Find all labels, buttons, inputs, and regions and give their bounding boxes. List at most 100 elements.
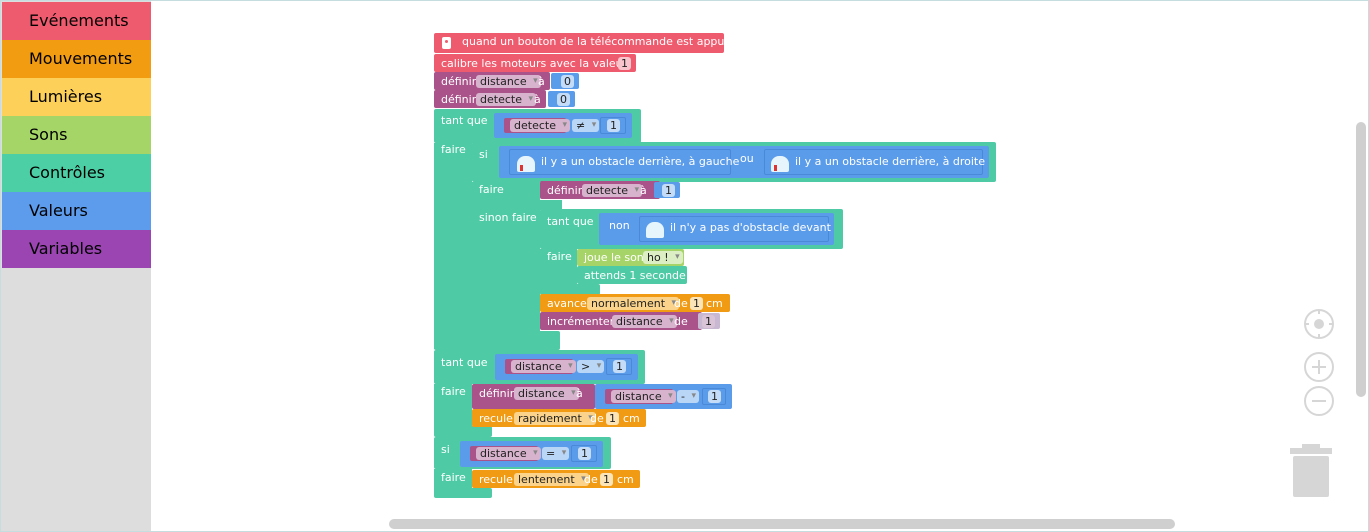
variable-block[interactable]: detecte (504, 118, 570, 133)
value-field[interactable]: 1 (618, 57, 631, 70)
category-sounds[interactable]: Sons (2, 116, 151, 154)
number-block[interactable]: 1 (698, 313, 720, 329)
value-field[interactable]: 1 (613, 360, 626, 373)
value-field[interactable]: 1 (578, 447, 591, 460)
if-else-divider (540, 200, 562, 210)
trash-button[interactable] (1290, 442, 1332, 498)
category-values[interactable]: Valeurs (2, 192, 151, 230)
variable-dropdown[interactable]: detecte (476, 93, 536, 106)
variable-block[interactable]: distance (505, 359, 576, 374)
variable-dropdown[interactable]: distance (476, 75, 541, 88)
sensor-block[interactable]: il n'y a pas d'obstacle devant (639, 216, 831, 242)
plus-icon (1312, 360, 1326, 374)
variable-dropdown[interactable]: distance (476, 447, 541, 460)
variable-dropdown[interactable]: detecte (582, 184, 642, 197)
block-label: incrémenter (547, 315, 615, 328)
while-block-foot (540, 284, 600, 295)
block-label: sinon faire (479, 211, 537, 224)
operator-dropdown[interactable]: - (677, 390, 699, 403)
zoom-in-button[interactable] (1304, 352, 1334, 382)
value-field[interactable]: 1 (606, 412, 619, 425)
set-variable-block[interactable]: définir distance à (472, 384, 595, 409)
variable-block[interactable]: distance (605, 389, 676, 404)
category-variables[interactable]: Variables (2, 230, 151, 268)
vertical-scrollbar[interactable] (1356, 122, 1366, 397)
calibrate-block[interactable]: calibre les moteurs avec la valeur 1 (434, 54, 636, 72)
increment-block[interactable]: incrémenter distance de (540, 312, 702, 330)
remote-button-hat-block[interactable]: quand un bouton de la télécommande est a… (434, 33, 738, 53)
variable-dropdown[interactable]: distance (612, 315, 677, 328)
while-block-foot (434, 426, 492, 437)
number-block[interactable]: 1 (600, 117, 626, 134)
trash-icon (1290, 444, 1332, 497)
operator-dropdown[interactable]: = (542, 447, 570, 460)
block-label: il y a un obstacle derrière, à droite (795, 155, 985, 168)
move-back-block[interactable]: recule lentement de 1 cm (472, 470, 640, 488)
block-label: faire (547, 250, 572, 263)
horizontal-scrollbar[interactable] (389, 519, 1175, 529)
play-sound-block[interactable]: joue le son ho ! (577, 249, 684, 266)
value-field[interactable]: 1 (662, 184, 675, 197)
number-block[interactable]: 1 (571, 445, 597, 462)
block-label: à (640, 184, 647, 197)
block-label: tant que (441, 114, 488, 127)
value-field[interactable]: 1 (708, 390, 721, 403)
value-field[interactable]: 0 (557, 93, 570, 106)
if-block-foot (434, 488, 492, 498)
block-label: tant que (441, 356, 488, 369)
block-label: il n'y a pas d'obstacle devant (670, 221, 831, 234)
if-else-foot (472, 331, 560, 342)
category-controls[interactable]: Contrôles (2, 154, 151, 192)
block-label: cm (617, 473, 634, 486)
speed-dropdown[interactable]: normalement (587, 297, 680, 310)
while-block-arm: faire (434, 143, 472, 349)
value-field[interactable]: 1 (600, 473, 613, 486)
advance-block[interactable]: avance normalement de 1 cm (540, 294, 730, 312)
block-label: ou (740, 152, 754, 165)
category-lights[interactable]: Lumières (2, 78, 151, 116)
block-label: définir (441, 93, 477, 106)
compare-block[interactable]: detecte ≠ 1 (494, 113, 632, 138)
front-sensor-icon (646, 222, 664, 238)
variable-dropdown[interactable]: distance (511, 360, 576, 373)
number-block[interactable]: 1 (654, 182, 680, 198)
variable-dropdown[interactable]: detecte (510, 119, 570, 132)
variable-dropdown[interactable]: distance (611, 390, 676, 403)
block-label: joue le son (584, 251, 644, 264)
set-variable-block[interactable]: définir detecte à (540, 181, 660, 199)
operator-dropdown[interactable]: > (577, 360, 605, 373)
move-back-block[interactable]: recule rapidement de 1 cm (472, 409, 646, 427)
center-workspace-button[interactable] (1304, 309, 1334, 339)
value-field[interactable]: 1 (607, 119, 620, 132)
category-label: Valeurs (29, 201, 88, 220)
arithmetic-block[interactable]: distance - 1 (595, 384, 732, 409)
speed-dropdown[interactable]: rapidement (514, 412, 596, 425)
variable-dropdown[interactable]: distance (514, 387, 579, 400)
value-field[interactable]: 1 (702, 315, 715, 328)
set-variable-block[interactable]: définir distance à (434, 72, 550, 90)
value-field[interactable]: 1 (690, 297, 703, 310)
wait-block[interactable]: attends 1 seconde (577, 266, 687, 284)
variable-block[interactable]: distance (470, 446, 541, 461)
remote-icon (442, 37, 451, 49)
category-events[interactable]: Evénements (2, 2, 151, 40)
block-label: de (674, 315, 688, 328)
sensor-block[interactable]: il y a un obstacle derrière, à gauche (509, 149, 739, 175)
speed-dropdown[interactable]: lentement (514, 473, 589, 486)
set-variable-block[interactable]: définir detecte à (434, 90, 546, 108)
sensor-block[interactable]: il y a un obstacle derrière, à droite (764, 149, 985, 175)
operator-dropdown[interactable]: ≠ (572, 119, 600, 132)
number-block[interactable]: 0 (548, 91, 575, 107)
sound-dropdown[interactable]: ho ! (643, 251, 683, 264)
compare-block[interactable]: distance > 1 (495, 354, 638, 380)
number-block[interactable]: 1 (702, 388, 726, 405)
zoom-out-button[interactable] (1304, 386, 1334, 416)
compare-block[interactable]: distance = 1 (460, 441, 603, 467)
category-movements[interactable]: Mouvements (2, 40, 151, 78)
number-block[interactable]: 0 (551, 73, 579, 89)
block-label: à (576, 387, 583, 400)
value-field[interactable]: 0 (561, 75, 574, 88)
not-block[interactable]: non il n'y a pas d'obstacle devant (599, 213, 834, 245)
number-block[interactable]: 1 (606, 358, 632, 375)
or-block[interactable]: il y a un obstacle derrière, à gauche ou… (499, 146, 989, 178)
